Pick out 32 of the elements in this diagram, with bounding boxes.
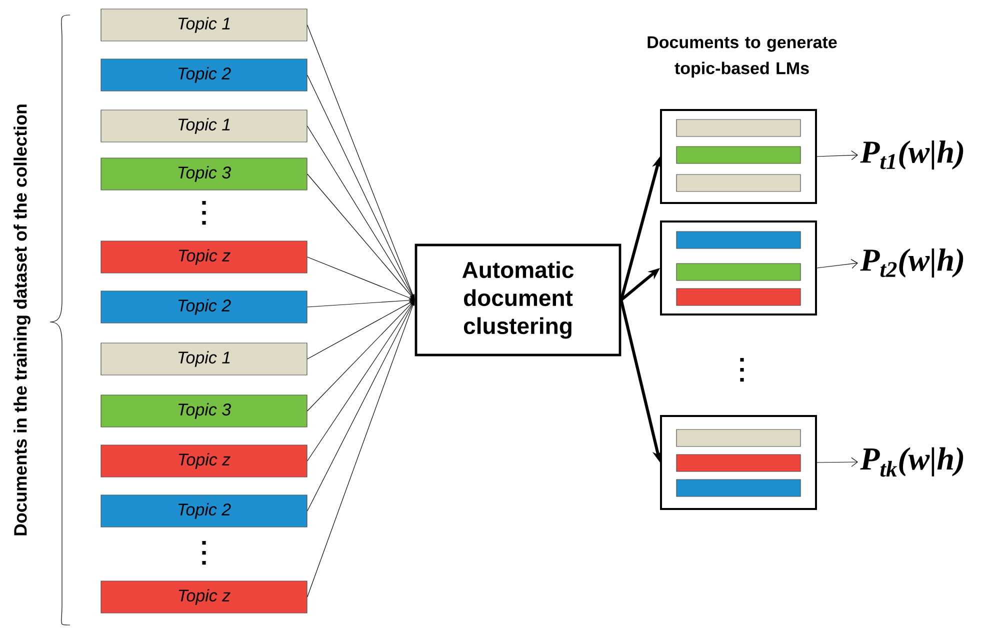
document-bar (676, 119, 801, 137)
topic-box: Topic 1 (100, 342, 308, 376)
topic-box: Topic 2 (100, 290, 308, 324)
probability-label: P$_{t2}$(w|h) (860, 248, 964, 278)
document-bar (676, 174, 801, 192)
process-box: Automatic document clustering (414, 244, 622, 356)
topic-box: Topic z (100, 444, 308, 478)
arrow (816, 259, 858, 269)
topic-box: Topic 1 (100, 8, 308, 42)
arrow (816, 457, 858, 467)
arrow (620, 300, 662, 462)
arrow (816, 150, 858, 160)
topic-box: Topic 2 (100, 58, 308, 92)
arrow (620, 156, 662, 300)
document-bar (676, 429, 801, 447)
topic-box: Topic 3 (100, 394, 308, 428)
document-bar (676, 263, 801, 281)
probability-label: P$_{tk}$(w|h) (860, 447, 964, 477)
document-bar (676, 288, 801, 306)
probability-label: P$_{t1}$(w|h) (860, 140, 964, 170)
axis-label: Documents in the training dataset of the collection (14, 104, 30, 536)
document-bar (676, 454, 801, 472)
document-bar (676, 146, 801, 164)
topic-box: Topic 1 (100, 110, 308, 142)
topic-box: Topic z (100, 580, 308, 614)
document-bar (676, 231, 801, 249)
heading: Documents to generate topic-based LMs (648, 36, 837, 78)
topic-box: Topic z (100, 240, 308, 274)
topic-box: Topic 3 (100, 158, 308, 190)
topic-box: Topic 2 (100, 494, 308, 528)
document-bar (676, 479, 801, 497)
arrow (620, 268, 660, 302)
